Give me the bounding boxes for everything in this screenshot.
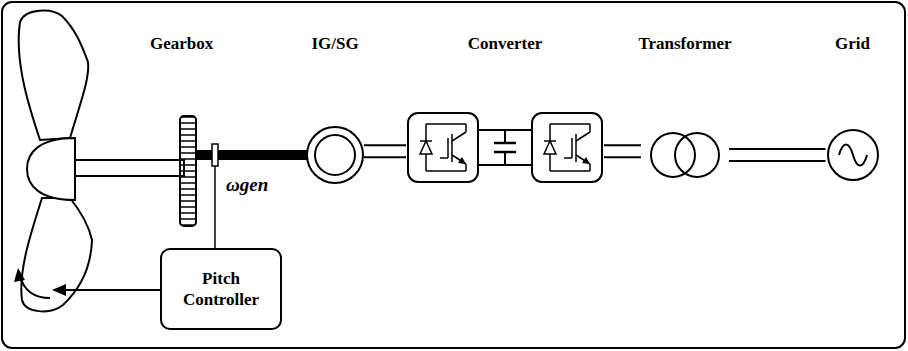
component-group: Converter <box>397 30 613 195</box>
component-label: Grid <box>812 34 893 54</box>
component-label: IG/SG <box>287 34 383 54</box>
power-line <box>729 149 826 161</box>
conductor <box>729 148 826 150</box>
conductor <box>604 144 641 146</box>
grid-source <box>828 130 878 180</box>
sine-wave <box>839 145 867 166</box>
box-label: Pitch Controller <box>172 268 270 311</box>
switch-stroke <box>465 164 467 171</box>
conductor <box>729 160 826 162</box>
switch-stroke <box>452 132 466 141</box>
pitch-signal <box>64 289 160 291</box>
transformer-winding <box>651 133 695 177</box>
switch-stroke <box>465 124 467 132</box>
emitter-arrow <box>582 157 590 164</box>
component-symbol <box>405 110 605 185</box>
diode <box>420 141 432 154</box>
switch-stroke <box>571 138 573 158</box>
conductor <box>364 156 406 158</box>
diode <box>544 141 556 154</box>
component-group: Transformer <box>627 30 743 190</box>
gear <box>180 116 196 226</box>
switch-stroke <box>425 124 427 141</box>
power-line <box>364 145 406 157</box>
capacitor-lead <box>504 130 506 143</box>
arrow-head <box>52 284 66 296</box>
low-speed-shaft <box>74 160 184 176</box>
part-name: Gearbox <box>150 34 213 54</box>
generator-rotor <box>315 135 355 175</box>
switch-stroke <box>576 132 590 141</box>
generator-outer <box>307 127 363 183</box>
speed-sensor <box>212 144 218 166</box>
switch-stroke <box>589 124 591 132</box>
converter-box <box>408 113 478 182</box>
component-group: IG/SG <box>287 30 383 190</box>
switch-stroke <box>425 154 427 171</box>
switch-stroke <box>447 138 449 158</box>
converter-box <box>532 113 602 182</box>
component-symbol <box>825 127 881 183</box>
capacitor-plate <box>494 151 516 154</box>
hub <box>27 138 75 200</box>
component-symbol <box>305 125 365 185</box>
switch-stroke <box>576 155 590 164</box>
conductor <box>364 144 406 146</box>
switch-stroke <box>550 170 590 172</box>
switch-stroke <box>451 134 453 162</box>
switch-stroke <box>440 157 448 159</box>
component-group: Grid <box>812 30 893 190</box>
power-line <box>604 145 641 157</box>
switch-stroke <box>426 123 466 125</box>
switch-stroke <box>549 124 551 141</box>
controller-box: Pitch Controller <box>160 248 282 330</box>
switch-stroke <box>452 155 466 164</box>
upper-blade <box>19 11 89 140</box>
conductor <box>604 156 641 158</box>
capacitor-lead <box>504 152 506 165</box>
signal-name: ωgen <box>226 174 268 196</box>
component-label: Converter <box>397 34 613 54</box>
capacitor-plate <box>494 142 516 145</box>
sensor-wire <box>214 166 216 248</box>
arrow-head <box>14 268 25 282</box>
switch-stroke <box>426 170 466 172</box>
switch-stroke <box>549 154 551 171</box>
switch-stroke <box>589 164 591 171</box>
switch-stroke <box>564 157 572 159</box>
switch-stroke <box>575 134 577 162</box>
emitter-arrow <box>458 157 466 164</box>
component-symbol <box>640 130 730 180</box>
component-label: Transformer <box>627 34 743 54</box>
transformer-winding <box>675 133 719 177</box>
switch-stroke <box>550 123 590 125</box>
